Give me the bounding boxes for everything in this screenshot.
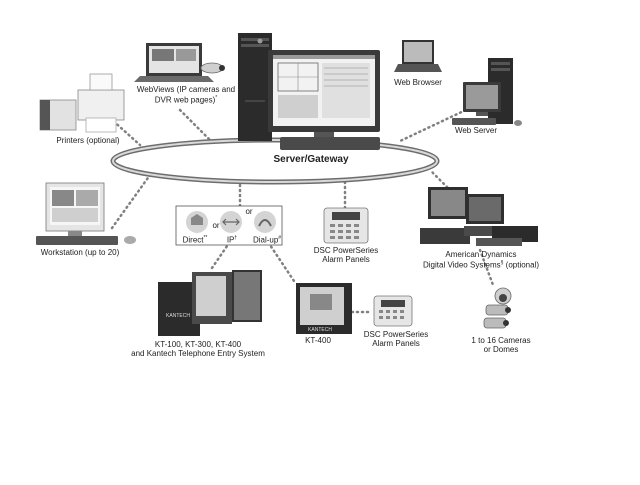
dsc-bottom-line2: Alarm Panels (372, 339, 420, 348)
conn-ip-text: IP (226, 235, 235, 245)
cameras-line2: or Domes (483, 345, 519, 354)
kantech-brand-1: KANTECH (166, 313, 190, 319)
server-keyboard-icon (280, 137, 380, 150)
webviews-icon (134, 43, 225, 82)
cameras-line1: 1 to 16 Cameras (471, 336, 531, 345)
kt-controllers-icon (158, 270, 262, 336)
kt-series-line1: KT-100, KT-300, KT-400 (154, 340, 242, 349)
conn-direct-text: Direct (182, 235, 204, 245)
web-server-label: Web Server (454, 126, 498, 135)
line-webviews (178, 108, 214, 144)
conn-direct-mark: ** (203, 235, 208, 241)
american-dynamics-dvr-icon (420, 187, 538, 246)
webviews-label-line1: WebViews (IP cameras and (136, 85, 236, 94)
conn-direct-label: Direct** (178, 234, 212, 245)
printers-label: Printers (optional) (56, 136, 120, 145)
dsc-bottom-label: DSC PowerSeries Alarm Panels (356, 330, 436, 348)
conn-dialup-label: Dial-up# (250, 234, 284, 245)
american-dynamics-label: American Dynamics Digital Video Systems§… (414, 250, 548, 270)
workstation-label: Workstation (up to 20) (40, 248, 120, 257)
conn-dialup-text: Dial-up (252, 235, 279, 245)
dsc-keypad-bottom-icon (373, 295, 413, 327)
cameras-icon (483, 287, 512, 329)
web-browser-icon (394, 40, 442, 72)
webviews-label-line2: DVR web pages) (154, 95, 216, 105)
workstation-icon (36, 182, 136, 245)
dsc-keypad-top-icon (323, 207, 369, 244)
kt-series-line2: and Kantech Telephone Entry System (131, 349, 265, 358)
web-server-icon (452, 58, 522, 126)
line-cameras (478, 248, 495, 287)
server-tower-icon (238, 33, 272, 141)
ad-line2-suffix: (optional) (503, 260, 540, 270)
hub-label: Server/Gateway (273, 154, 349, 165)
web-browser-label: Web Browser (394, 78, 442, 87)
webviews-mark: * (215, 95, 218, 101)
printers-icon (39, 73, 125, 133)
ad-line1: American Dynamics (445, 250, 517, 259)
conn-or-1: or (212, 221, 220, 230)
connection-box (175, 205, 283, 246)
dsc-top-line1: DSC PowerSeries (313, 246, 379, 255)
kt400-label: KT-400 (305, 336, 331, 345)
ad-line2: Digital Video Systems (422, 260, 501, 270)
kt-series-label: KT-100, KT-300, KT-400 and Kantech Telep… (128, 340, 268, 358)
ad-mark: § (500, 260, 504, 266)
conn-dialup-mark: # (278, 235, 282, 241)
conn-or-2: or (245, 207, 253, 216)
server-monitor-icon (268, 50, 380, 138)
kt400-icon (296, 283, 352, 334)
dsc-top-label: DSC PowerSeries Alarm Panels (306, 246, 386, 264)
conn-ip-label: IP† (222, 234, 242, 245)
line-web-server (396, 106, 472, 144)
dsc-bottom-line1: DSC PowerSeries (363, 330, 429, 339)
kantech-brand-2: KANTECH (308, 327, 332, 333)
dsc-top-line2: Alarm Panels (322, 255, 370, 264)
webviews-label: WebViews (IP cameras and DVR web pages)* (136, 85, 236, 105)
conn-ip-mark: † (234, 235, 238, 241)
network-ring-inner (112, 139, 438, 183)
cameras-label: 1 to 16 Cameras or Domes (466, 336, 536, 354)
line-workstation (110, 173, 152, 230)
